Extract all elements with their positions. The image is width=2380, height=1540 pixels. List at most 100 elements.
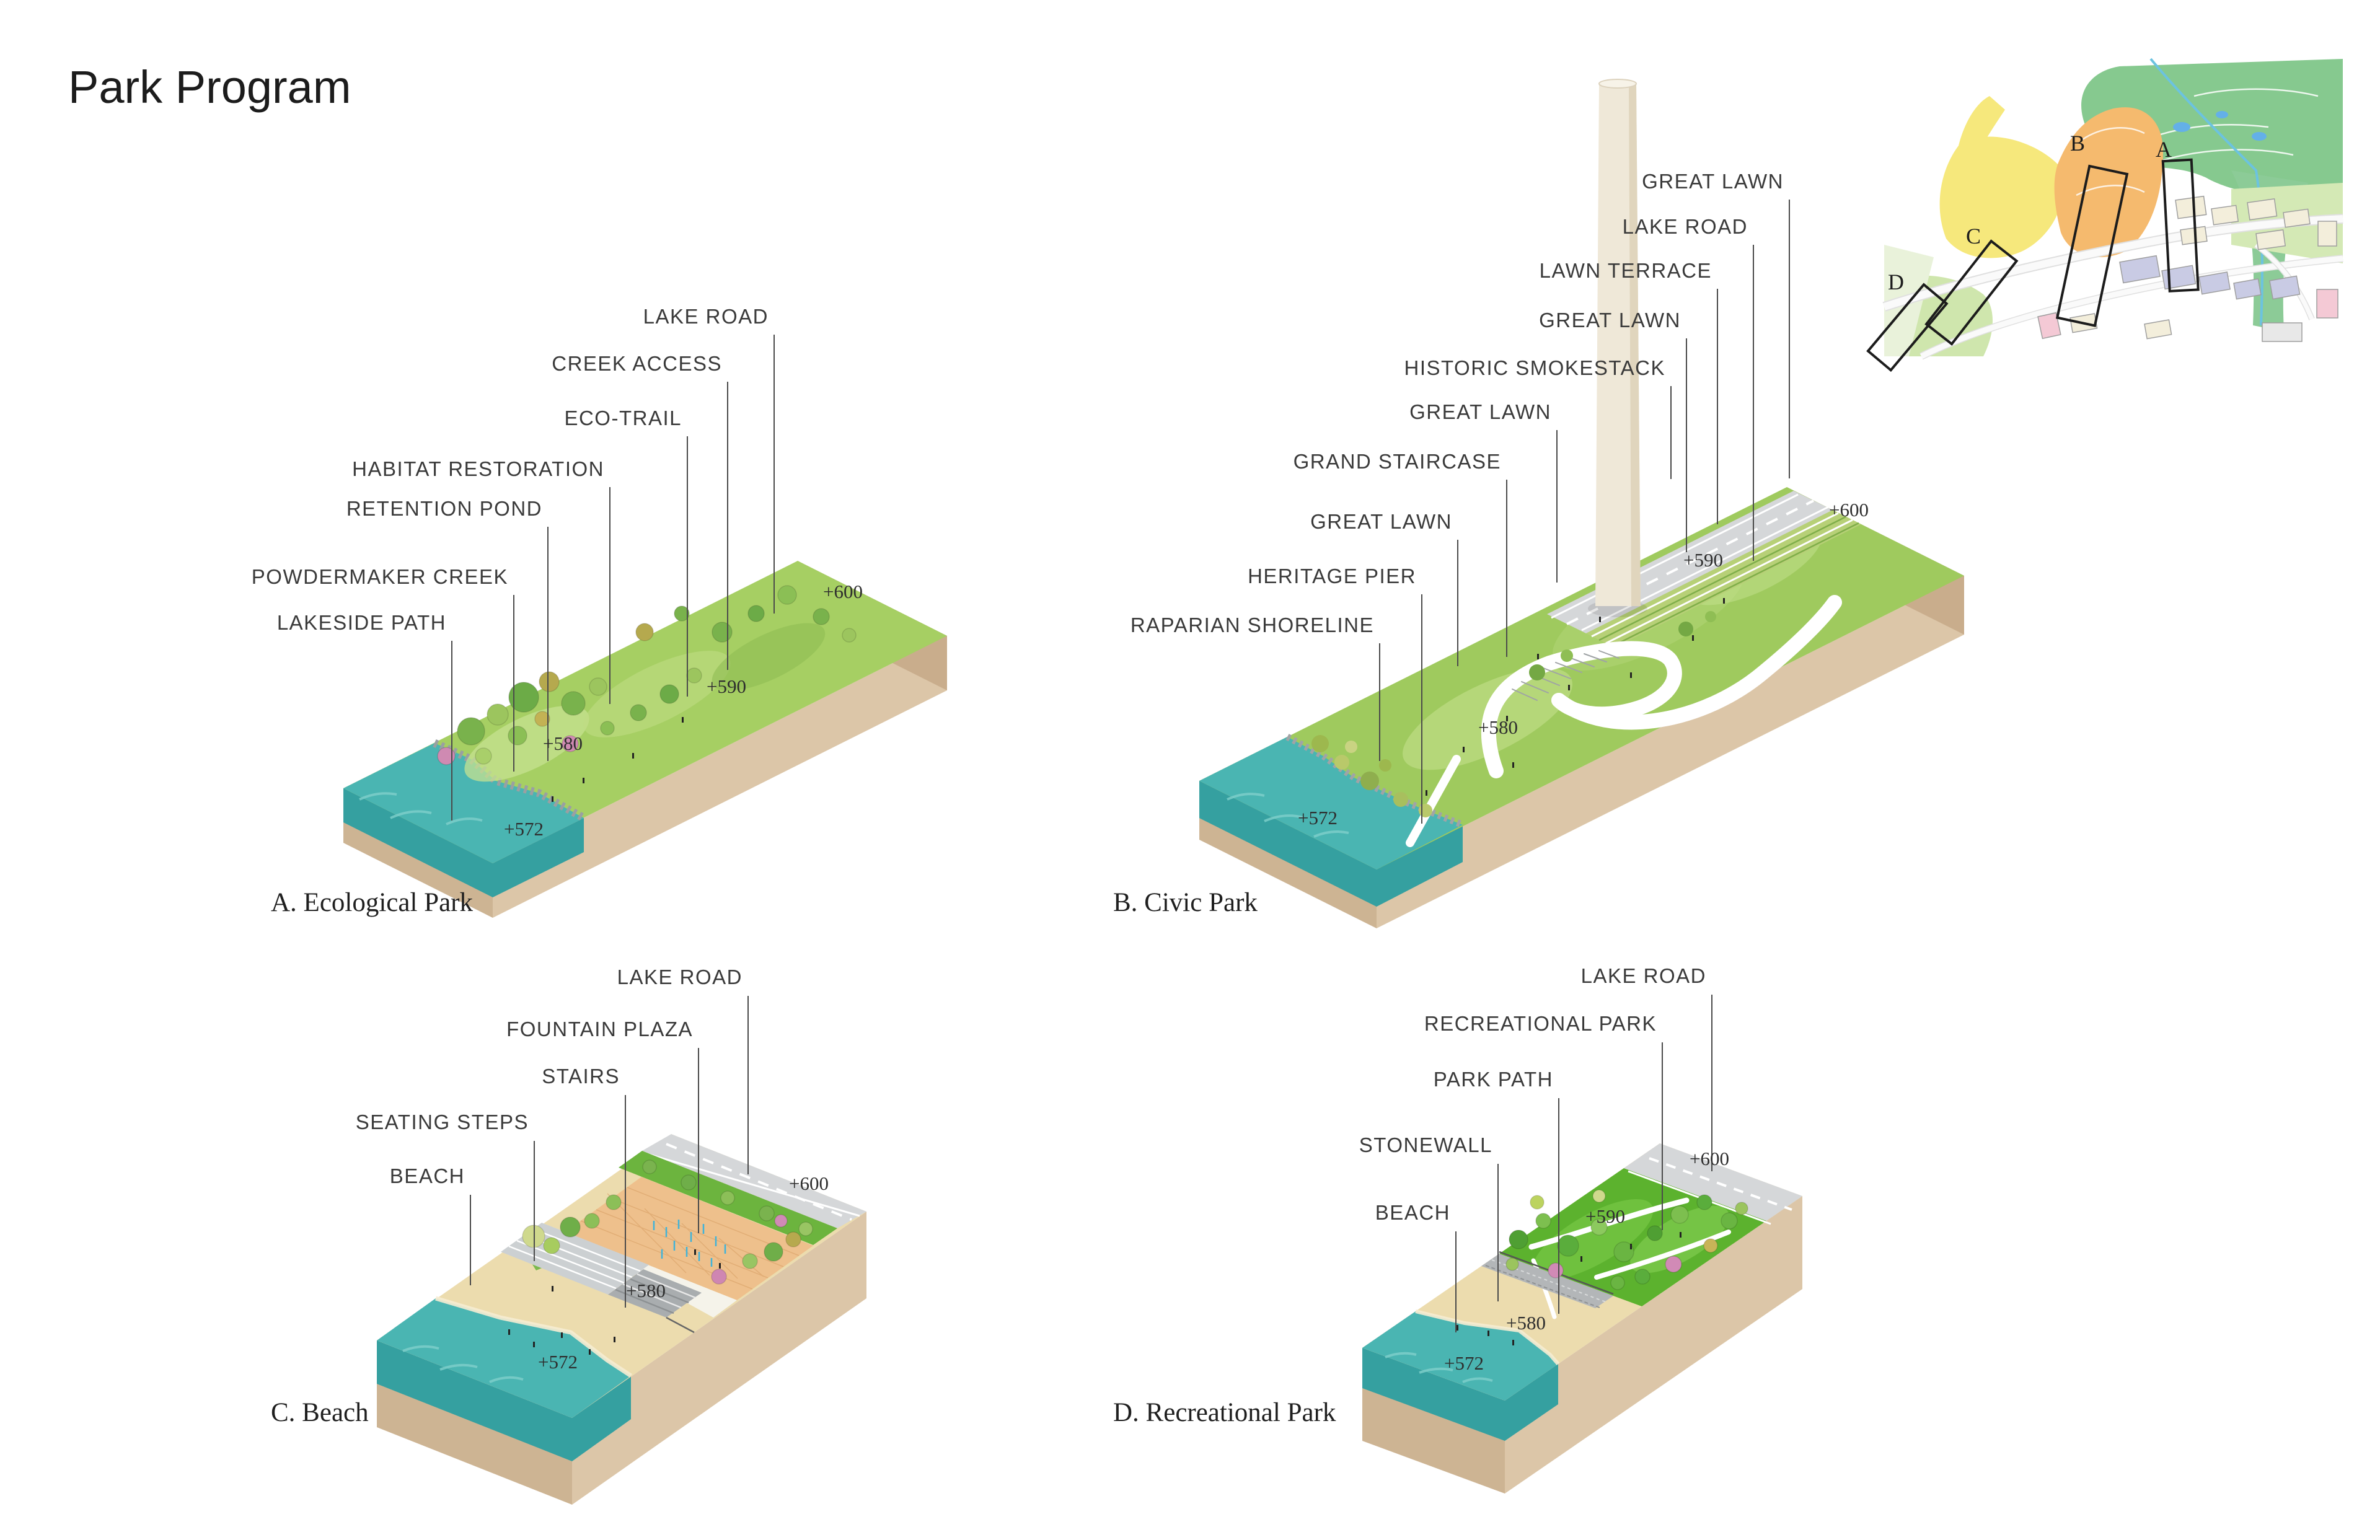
elevation-label: +600 xyxy=(823,581,863,602)
leader-line xyxy=(513,595,514,772)
feature-label: LAKE ROAD xyxy=(617,966,743,988)
trees xyxy=(437,585,857,765)
key-map: A B C D xyxy=(1866,58,2343,372)
feature-label: GRAND STAIRCASE xyxy=(1293,450,1501,473)
fountain-jets xyxy=(653,1220,726,1267)
elevation-label: +590 xyxy=(707,675,746,697)
lake-water xyxy=(343,743,584,863)
feature-label: PARK PATH xyxy=(1433,1068,1553,1091)
leader-line xyxy=(774,335,775,614)
leader-line xyxy=(687,436,688,697)
leader-line xyxy=(1457,540,1458,666)
terrain-top xyxy=(1362,1143,1802,1401)
feature-label: SEATING STEPS xyxy=(355,1111,529,1133)
keymap-orange-plaza xyxy=(2054,107,2163,257)
people-marks xyxy=(1426,598,1725,796)
elevation-label: +590 xyxy=(1683,549,1723,571)
keymap-marker-letter-b: B xyxy=(2070,131,2085,156)
elevation-label: +572 xyxy=(1298,807,1338,829)
lake-water xyxy=(377,1298,631,1418)
riparian-shrubs xyxy=(1311,735,1432,817)
elevation-label: +600 xyxy=(1829,499,1869,521)
people-marks xyxy=(552,717,684,802)
leader-line xyxy=(1556,430,1558,583)
feature-label: FOUNTAIN PLAZA xyxy=(506,1018,693,1041)
elevation-label: +572 xyxy=(1444,1352,1484,1374)
leader-line xyxy=(1686,338,1687,552)
lake-water xyxy=(1362,1311,1558,1401)
heritage-pier xyxy=(1406,755,1461,847)
feature-label: CREEK ACCESS xyxy=(552,352,722,375)
earth-block xyxy=(377,1212,866,1505)
stairs xyxy=(608,1269,702,1334)
historic-smokestack xyxy=(1588,79,1647,617)
elevation-label: +600 xyxy=(789,1173,829,1194)
people-marks xyxy=(508,1249,721,1355)
marker-box-a xyxy=(2161,158,2200,293)
leader-line xyxy=(1789,200,1790,478)
grand-staircase-path xyxy=(1481,595,1842,778)
elevation-label: +590 xyxy=(1585,1205,1625,1227)
marker-box-b xyxy=(2055,164,2129,327)
leader-line xyxy=(609,487,610,704)
elevation-label: +580 xyxy=(626,1280,666,1301)
keymap-marker-letters: A B C D xyxy=(1888,131,2172,294)
leader-line xyxy=(747,996,749,1174)
feature-label: LAKE ROAD xyxy=(1622,215,1748,238)
diagram-d-illustration xyxy=(1333,1128,1915,1537)
diagram-caption: D. Recreational Park xyxy=(1113,1398,1336,1427)
leader-line xyxy=(698,1048,699,1233)
elevation-label: +580 xyxy=(1478,716,1518,738)
leader-line xyxy=(1558,1098,1559,1314)
diagram-a-illustration: " onerror=""/> xyxy=(260,347,992,936)
diagram-caption: C. Beach xyxy=(271,1398,369,1427)
feature-label: HABITAT RESTORATION xyxy=(352,457,604,480)
feature-label: ECO-TRAIL xyxy=(564,407,682,429)
leader-line xyxy=(1497,1164,1499,1301)
feature-label: HISTORIC SMOKESTACK xyxy=(1404,356,1665,379)
leader-line xyxy=(470,1195,471,1285)
earth-block xyxy=(1362,1196,1802,1494)
people-marks xyxy=(1457,1232,1681,1345)
feature-label: GREAT LAWN xyxy=(1539,309,1681,332)
feature-label: POWDERMAKER CREEK xyxy=(251,565,508,588)
leader-line xyxy=(727,382,728,670)
feature-label: GREAT LAWN xyxy=(1310,510,1452,533)
leader-line xyxy=(1662,1042,1663,1230)
marker-box-c xyxy=(1924,239,2019,346)
keymap-yellow-beach xyxy=(1939,96,2063,258)
feature-label: LAKE ROAD xyxy=(643,305,769,328)
page-title: Park Program xyxy=(68,61,351,113)
leader-line xyxy=(547,527,549,761)
feature-label: GREAT LAWN xyxy=(1642,170,1784,193)
leader-line xyxy=(534,1141,535,1261)
trees xyxy=(1505,1189,1748,1290)
diagram-caption: B. Civic Park xyxy=(1113,888,1258,917)
leader-line xyxy=(625,1095,626,1308)
leader-line xyxy=(451,641,452,821)
feature-label: STONEWALL xyxy=(1359,1133,1492,1156)
keymap-marker-letter-c: C xyxy=(1966,224,1981,249)
keymap-buildings xyxy=(2037,195,2338,342)
feature-label: RAPARIAN SHORELINE xyxy=(1130,614,1374,636)
diagram-caption: A. Ecological Park xyxy=(271,888,473,917)
feature-label: STAIRS xyxy=(542,1065,620,1088)
feature-label: BEACH xyxy=(1375,1201,1450,1224)
elevation-label: +600 xyxy=(1690,1148,1729,1169)
keymap-marker-letter-d: D xyxy=(1888,270,1904,294)
leader-line xyxy=(1506,480,1507,657)
leader-line xyxy=(1717,289,1718,524)
feature-label: HERITAGE PIER xyxy=(1248,565,1416,587)
feature-label: RETENTION POND xyxy=(346,497,542,520)
elevation-label: +580 xyxy=(1506,1312,1546,1334)
leader-line xyxy=(1753,245,1754,561)
leader-line xyxy=(1455,1231,1457,1332)
feature-label: LAKE ROAD xyxy=(1580,964,1706,987)
trees xyxy=(522,1159,813,1285)
leader-line xyxy=(1670,386,1672,479)
elevation-label: +580 xyxy=(543,733,583,754)
elevation-label: +572 xyxy=(538,1351,578,1373)
lawn-terrace xyxy=(1586,510,1861,648)
marker-box-d xyxy=(1866,283,1949,372)
